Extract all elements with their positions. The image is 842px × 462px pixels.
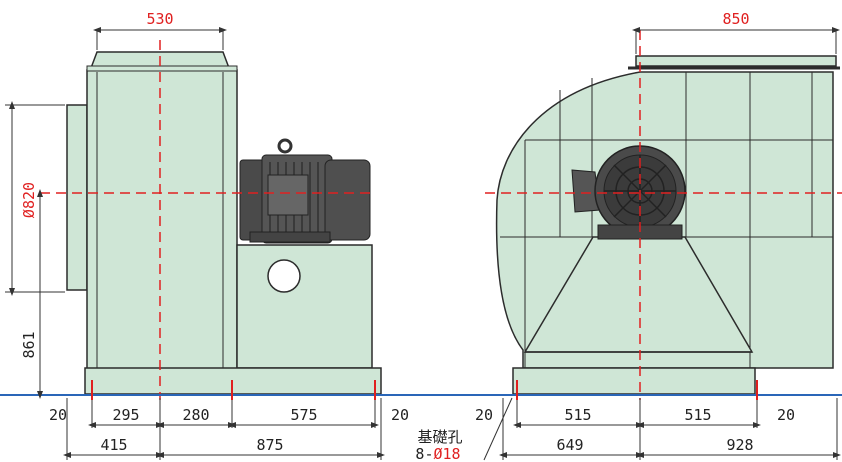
dim-top-front: 850	[722, 10, 749, 28]
dim-right-total-1: 649	[556, 436, 583, 454]
front-view	[485, 30, 842, 400]
dim-left-5: 20	[391, 406, 409, 424]
dim-top-side: 530	[146, 10, 173, 28]
dim-right-1: 20	[475, 406, 493, 424]
foundation-label: 基礎孔	[417, 428, 462, 446]
dim-left-2: 295	[112, 406, 139, 424]
side-view	[40, 40, 382, 400]
pedestal-hole	[267, 259, 301, 293]
dim-right-2: 515	[564, 406, 591, 424]
foundation-spec: 8-Ø18	[415, 445, 460, 462]
dim-left-1: 20	[49, 406, 67, 424]
side-casing	[86, 69, 238, 371]
dimension-lines	[5, 27, 841, 461]
motor-icon	[239, 138, 371, 244]
foundation-bolts	[91, 380, 758, 400]
front-base	[512, 367, 756, 395]
dim-right-3: 515	[684, 406, 711, 424]
dim-right-4: 20	[777, 406, 795, 424]
dim-left-3: 280	[182, 406, 209, 424]
dim-right-total-2: 928	[726, 436, 753, 454]
side-inlet-flange	[66, 104, 88, 291]
dim-left-total-2: 875	[256, 436, 283, 454]
dim-left-total-1: 415	[100, 436, 127, 454]
foundation-spec-prefix: 8-	[415, 445, 433, 462]
dim-shaft-height: 861	[20, 331, 38, 358]
foundation-spec-value: Ø18	[433, 445, 460, 462]
motor-pedestal	[236, 244, 373, 369]
front-outlet	[635, 55, 837, 67]
dim-diameter: Ø820	[20, 182, 38, 218]
dim-left-4: 575	[290, 406, 317, 424]
